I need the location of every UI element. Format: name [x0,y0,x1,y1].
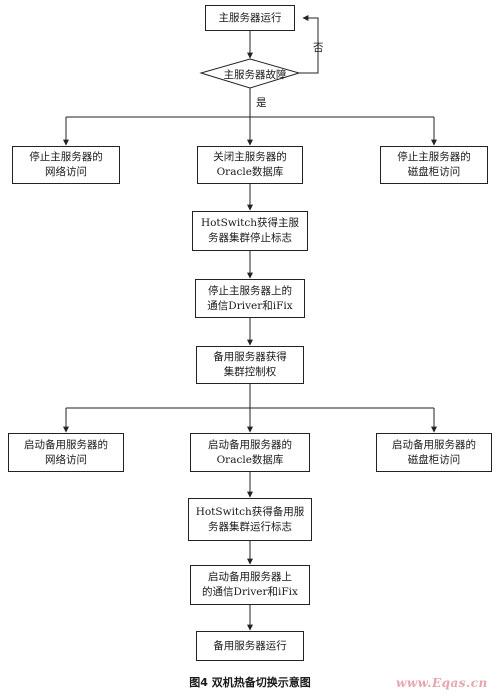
fault-decision-diamond [199,58,301,89]
watermark: www.Eqas.cn [396,676,488,690]
arrow-no-loop [299,15,319,74]
stop-main-network-box: 停止主服务器的 网络访问 [12,146,120,184]
start-backup-disk-box: 启动备用服务器的 磁盘柜访问 [376,433,492,472]
start-backup-oracle-box: 启动备用服务器的 Oracle数据库 [190,433,310,472]
figure-caption: 图4 双机热备切换示意图 [189,676,311,689]
backup-gets-control-box: 备用服务器获得 集群控制权 [196,346,304,384]
hotswitch-backup-run-box: HotSwitch获得备用服 务器集群运行标志 [188,498,312,541]
hotswitch-main-stop-box: HotSwitch获得主服 务器集群停止标志 [192,211,308,251]
no-label: 否 [313,42,324,54]
yes-label: 是 [256,97,267,109]
start-backup-network-box: 启动备用服务器的 网络访问 [8,433,124,472]
close-main-oracle-box: 关闭主服务器的 Oracle数据库 [197,146,303,184]
stop-main-driver-box: 停止主服务器上的 通信Driver和iFix [195,279,305,318]
main-fault-label: 主服务器故障 [223,69,287,81]
backup-running-box: 备用服务器运行 [196,631,304,661]
start-backup-driver-box: 启动备用服务器上 的通信Driver和iFix [190,565,310,605]
main-running-box: 主服务器运行 [205,5,295,31]
stop-main-disk-box: 停止主服务器的 磁盘柜访问 [380,146,488,184]
